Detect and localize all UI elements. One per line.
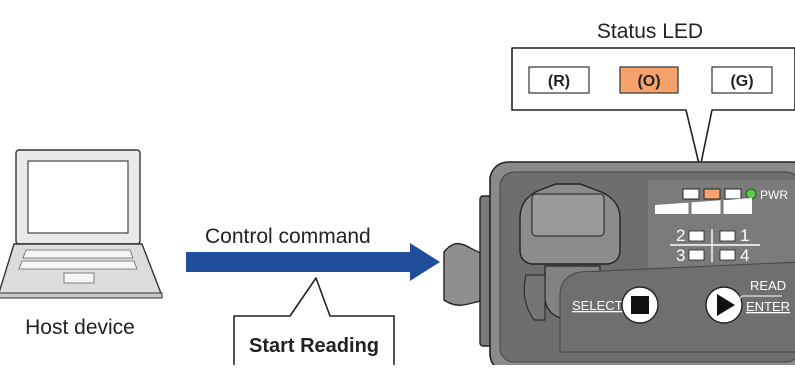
status-led-g: (G) (711, 66, 773, 94)
select-button[interactable] (621, 286, 659, 324)
keypad-1: 1 (740, 226, 749, 245)
status-led-o-label: (O) (637, 73, 660, 90)
code-reader-device: PWR 2 1 3 4 SELECT READ ENTER (443, 161, 795, 370)
device-led-g (724, 188, 742, 200)
read-enter-button[interactable] (705, 286, 743, 324)
laptop-icon (0, 149, 163, 299)
select-label: SELECT (572, 298, 623, 313)
keypad-4: 4 (740, 246, 749, 265)
arrow-label: Control command (205, 225, 371, 248)
stop-icon (631, 296, 649, 314)
device-led-r (682, 188, 700, 200)
status-led-g-label: (G) (730, 73, 753, 90)
play-icon (717, 294, 735, 316)
status-led-r-label: (R) (548, 73, 570, 90)
enter-label: ENTER (746, 299, 790, 314)
start-reading-bubble (233, 277, 395, 368)
read-label: READ (750, 278, 786, 293)
status-led-callout-box (511, 47, 795, 169)
control-command-arrow (186, 243, 440, 281)
keypad-2: 2 (676, 226, 685, 245)
keypad-3: 3 (676, 246, 685, 265)
host-device-label: Host device (25, 316, 135, 339)
pwr-led (745, 188, 757, 200)
pwr-label: PWR (760, 188, 788, 202)
status-led-o: (O) (619, 66, 679, 94)
status-led-r: (R) (528, 66, 590, 94)
start-reading-label: Start Reading (249, 335, 379, 357)
status-led-title: Status LED (597, 20, 703, 43)
device-led-o (703, 188, 721, 200)
